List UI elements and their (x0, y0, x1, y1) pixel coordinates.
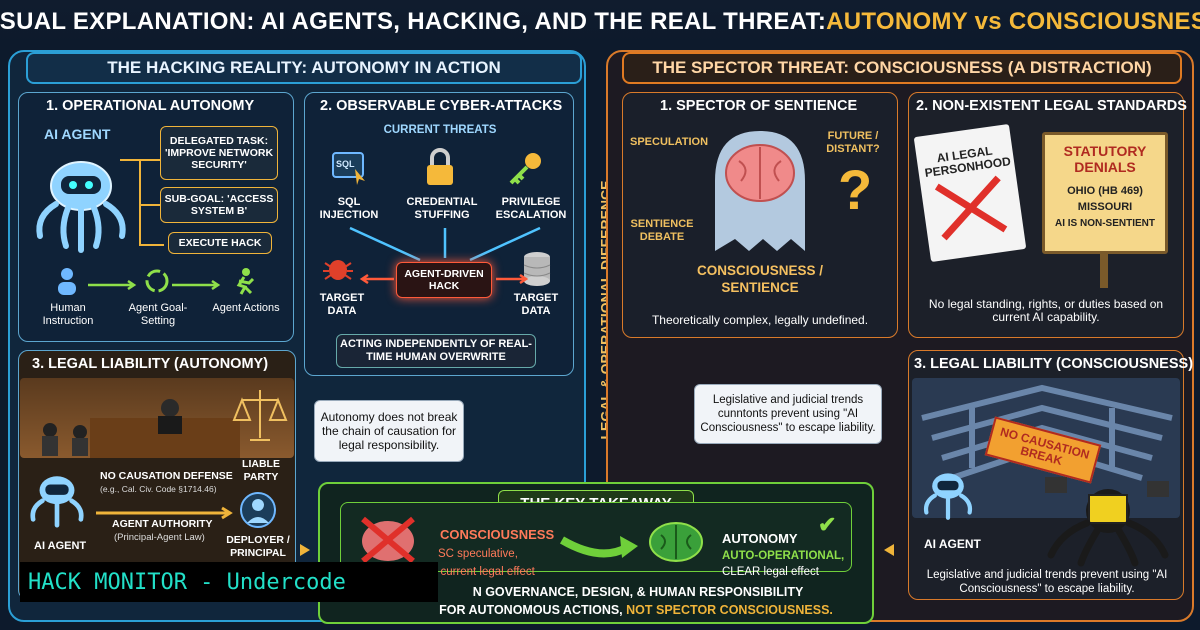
sentience-debate-label: SENTIENCE DEBATE (630, 218, 694, 243)
green-brain-icon (644, 518, 708, 566)
running-figure-icon (228, 266, 258, 296)
agent-driven-hack-node: AGENT-DRIVEN HACK (396, 262, 492, 298)
spector-caption: Theoretically complex, legally undefined… (651, 313, 869, 327)
database-icon (520, 250, 554, 288)
legal-liability-consciousness-caption: Legislative and judicial trends prevent … (926, 569, 1168, 595)
takeaway-auto-sub-2: CLEAR legal effect (722, 566, 819, 578)
left-chevron-icon (300, 544, 310, 556)
statutory-denials-sign: STATUTORY DENIALS OHIO (HB 469) MISSOURI… (1042, 132, 1168, 254)
authority-arrow (96, 506, 233, 520)
brain-ghost-icon (700, 120, 820, 260)
legal-standards-title: 2. NON-EXISTENT LEGAL STANDARDS (916, 98, 1187, 114)
takeaway-line-1: N GOVERNANCE, DESIGN, & HUMAN RESPONSIBI… (472, 585, 804, 599)
padlock-icon (420, 146, 460, 188)
flow-step-2: Agent Goal-Setting (128, 302, 188, 327)
courtroom-illustration (20, 378, 294, 458)
current-threats-label: CURRENT THREATS (383, 124, 497, 136)
robot-octopus-small-icon (24, 466, 90, 532)
takeaway-consciousness: CONSCIOUSNESS (440, 527, 555, 542)
speculation-label: SPECULATION (630, 136, 709, 148)
threat-sql-injection: SQL INJECTION (319, 196, 379, 221)
red-x-icon (934, 175, 1008, 241)
threat-credential-stuffing: CREDENTIAL STUFFING (406, 196, 478, 221)
target-data-right: TARGET DATA (513, 292, 559, 317)
hacker-octopus-icon (1040, 470, 1176, 567)
future-distant-label: FUTURE / DISTANT? (826, 130, 880, 155)
agent-authority-label: AGENT AUTHORITY (112, 518, 213, 530)
person-circle-icon (238, 490, 278, 530)
sign-post (1100, 254, 1108, 288)
delegated-task-pill: DELEGATED TASK: 'IMPROVE NETWORK SECURIT… (160, 126, 278, 180)
question-mark-icon: ? (838, 158, 873, 221)
threat-privilege-escalation: PRIVILEGE ESCALATION (495, 196, 567, 221)
ai-agent-small-label: AI AGENT (34, 540, 87, 552)
legislative-trends-note: Legislative and judicial trends cunntont… (694, 384, 882, 444)
hack-data-arrows (359, 273, 529, 285)
personhood-document: AI LEGAL PERSONHOOD (913, 123, 1027, 263)
robot-octopus-right-icon (918, 464, 978, 524)
legal-liability-autonomy-title: 3. LEGAL LIABILITY (AUTONOMY) (32, 356, 269, 372)
robot-octopus-icon (26, 146, 136, 256)
takeaway-cons-sub-2: NO current legal effect (420, 566, 535, 578)
threat-arrows (349, 226, 541, 262)
takeaway-arrow-icon (559, 536, 638, 558)
legal-liability-consciousness-title: 3. LEGAL LIABILITY (CONSCIOUSNESS) (914, 356, 1194, 372)
cyber-attacks-title: 2. OBSERVABLE CYBER-ATTACKS (320, 98, 563, 114)
code-reference: (e.g., Cal. Civ. Code §1714.46) (100, 484, 217, 494)
title-part-2: AUTONOMY vs CONSCIOUSNESS (826, 8, 1200, 35)
no-causation-defense-label: NO CAUSATION DEFENSE (100, 470, 233, 482)
operational-autonomy-title: 1. OPERATIONAL AUTONOMY (46, 98, 255, 114)
hack-monitor-watermark: HACK MONITOR - Undercode (20, 562, 438, 602)
takeaway-auto-sub-1: AUTO-OPERATIONAL, (722, 550, 845, 562)
title-part-1: VISUAL EXPLANATION: AI AGENTS, HACKING, … (0, 8, 827, 35)
acting-independently-note: ACTING INDEPENDENTLY OF REAL-TIME HUMAN … (336, 334, 536, 368)
takeaway-inner-panel (340, 502, 852, 572)
ai-agent-label: AI AGENT (44, 126, 111, 142)
page-title: VISUAL EXPLANATION: AI AGENTS, HACKING, … (0, 0, 1200, 44)
takeaway-cons-sub-1: SC speculative, (438, 548, 518, 560)
sql-screen-icon: SQL (330, 148, 370, 188)
courtroom-figures (42, 390, 288, 458)
sub-goal-pill: SUB-GOAL: 'ACCESS SYSTEM B' (160, 187, 278, 223)
task-connector-lines (120, 159, 164, 246)
sign-line-ohio: OHIO (HB 469) (1067, 185, 1143, 197)
liable-party-label: LIABLE PARTY (242, 458, 280, 483)
takeaway-line-2b: NOT SPECTOR CONSCIOUSNESS. (626, 603, 833, 617)
right-chevron-icon (884, 544, 894, 556)
ai-agent-right-label: AI AGENT (924, 537, 981, 551)
cycle-icon (142, 266, 172, 296)
deployer-principal-label: DEPLOYER / PRINCIPAL (226, 534, 290, 559)
sql-screen-tag: SQL (336, 159, 355, 169)
flow-arrows (88, 279, 221, 291)
sign-line-missouri: MISSOURI (1077, 201, 1133, 213)
check-icon: ✔ (818, 512, 837, 537)
flow-step-1: Human Instruction (42, 302, 94, 327)
spector-sentience-title: 1. SPECTOR OF SENTIENCE (660, 98, 858, 114)
takeaway-line-2a: FOR AUTONOMOUS ACTIONS, (439, 603, 627, 617)
crossed-brain-icon (356, 514, 420, 564)
right-panel-header: THE SPECTOR THREAT: CONSCIOUSNESS (A DIS… (622, 52, 1182, 84)
human-icon (54, 266, 80, 296)
execute-hack-pill: EXECUTE HACK (168, 232, 272, 254)
left-panel-header: THE HACKING REALITY: AUTONOMY IN ACTION (26, 52, 582, 84)
consciousness-sentience-label: CONSCIOUSNESS / SENTIENCE (696, 263, 824, 295)
takeaway-line-2: FOR AUTONOMOUS ACTIONS, NOT SPECTOR CONS… (436, 603, 836, 617)
statutory-denials-title: STATUTORY DENIALS (1063, 143, 1147, 175)
sign-line-non-sentient: AI IS NON-SENTIENT (1054, 218, 1155, 229)
key-icon (506, 148, 546, 188)
target-data-left: TARGET DATA (319, 292, 365, 317)
autonomy-causation-note: Autonomy does not break the chain of cau… (314, 400, 464, 462)
flow-step-3: Agent Actions (212, 302, 280, 314)
principal-agent-label: (Principal-Agent Law) (114, 532, 205, 543)
legal-standards-caption: No legal standing, rights, or duties bas… (928, 297, 1164, 324)
bug-icon (320, 254, 356, 284)
takeaway-autonomy: AUTONOMY (722, 531, 798, 546)
